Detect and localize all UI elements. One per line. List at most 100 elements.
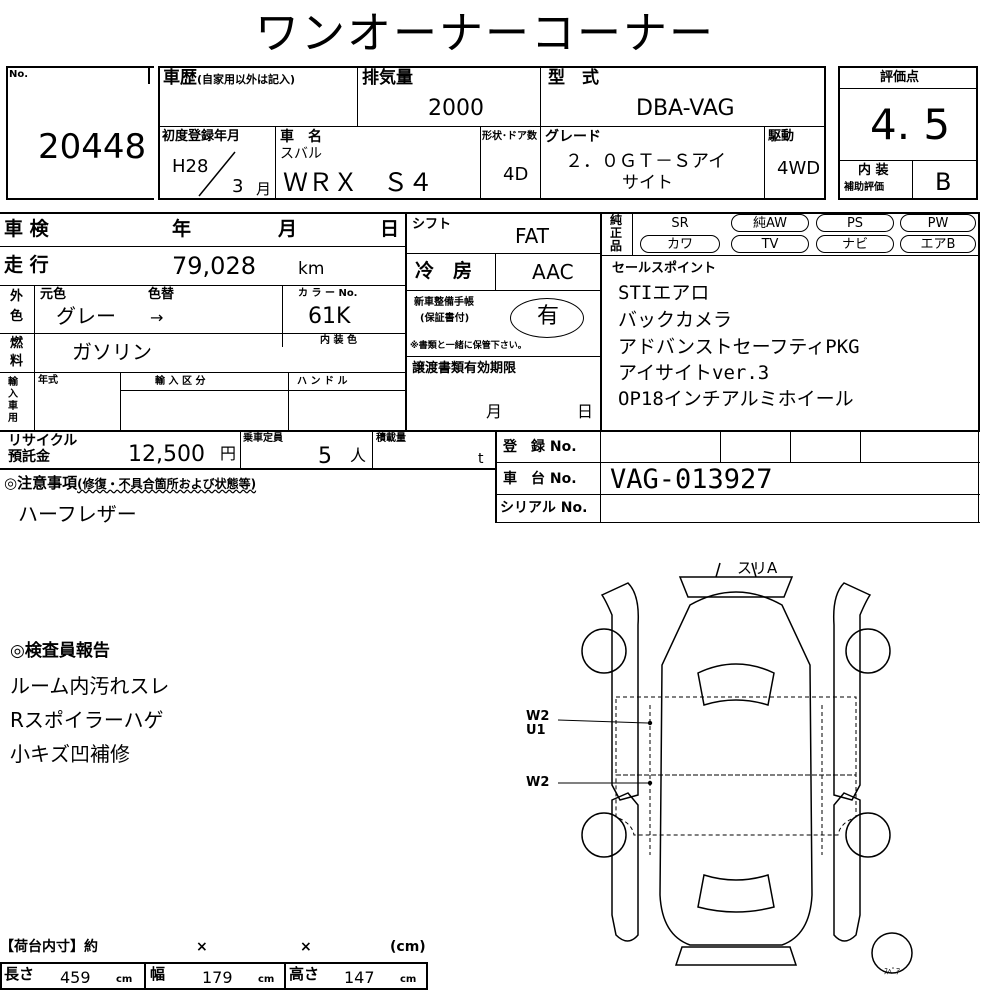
interior-sublabel: 補助評価 (844, 182, 884, 193)
option-leather: カワ (640, 235, 720, 253)
cargo-label: 【荷台内寸】約 (0, 939, 98, 955)
cargo-box (0, 962, 428, 990)
cargo-length: 459 (60, 968, 91, 987)
rating-value: 4. 5 (870, 100, 951, 149)
first-reg-era: H28 (172, 156, 209, 177)
car-maker: スバル (280, 146, 322, 162)
genuine-label-1: 純 (610, 213, 623, 227)
chassis-value: VAG-013927 (610, 464, 773, 495)
option-genuine-aw: 純AW (731, 214, 809, 232)
spec-grid (158, 66, 826, 200)
car-name-value: ＷＲＸ Ｓ４ (283, 168, 434, 197)
cargo-width-label: 幅 (150, 965, 166, 983)
cargo-times-2: × (300, 939, 312, 955)
registration-label: 登 録 No. (503, 439, 577, 455)
recycle-label-1: リサイクル (8, 433, 78, 449)
recycle-unit: 円 (220, 444, 237, 463)
shift-value: FAT (515, 224, 550, 248)
handle-label: ハ ン ド ル (297, 376, 348, 387)
notes-value: ハーフレザー (18, 502, 137, 526)
first-reg-label: 初度登録年月 (162, 129, 241, 144)
rating-label: 評価点 (880, 70, 920, 85)
option-pw: PW (900, 214, 976, 232)
orig-color-value: グレー (56, 304, 116, 328)
cargo-width-unit: cm (258, 974, 275, 985)
import-class-label: 輸 入 区 分 (155, 376, 206, 387)
fuel-side-2: 料 (10, 354, 24, 369)
cargo-height-unit: cm (400, 974, 417, 985)
inspector-line-1: ルーム内汚れスレ (10, 674, 170, 698)
chassis-label: 車 台 No. (503, 471, 577, 487)
color-code-value: 61K (308, 304, 351, 329)
color-code-label: カ ラ ー No. (298, 288, 358, 299)
mileage-value: 79,028 (172, 252, 256, 280)
cargo-length-label: 長さ (4, 965, 35, 983)
shaken-month-label: 月 (278, 218, 298, 240)
option-tv: TV (731, 235, 809, 253)
load-unit: t (478, 451, 484, 467)
cargo-length-unit: cm (116, 974, 133, 985)
model-value: DBA-VAG (636, 96, 735, 121)
transfer-day-label: 日 (577, 402, 594, 421)
shift-label: シフト (412, 217, 452, 232)
fuel-value: ガソリン (72, 340, 152, 364)
sales-point-4: アイサイトver.3 (618, 362, 770, 384)
car-name-label: 車 名 (280, 129, 322, 145)
genuine-label-2: 正 (610, 226, 623, 240)
grade-line1: ２．０ＧＴ－Ｓアイ (565, 151, 727, 172)
grade-line2: サイト (622, 173, 673, 193)
import-year-label: 年式 (38, 375, 58, 386)
drive-value: 4WD (777, 158, 821, 179)
option-ps: PS (816, 214, 894, 232)
first-reg-month-unit: 月 (256, 180, 272, 198)
interior-color-label: 内 装 色 (320, 335, 357, 346)
service-book-oval (510, 298, 584, 338)
displacement-label: 排気量 (362, 68, 413, 88)
shaken-day-label: 日 (380, 218, 400, 240)
transfer-month-label: 月 (486, 402, 503, 421)
fuel-side-1: 燃 (10, 336, 24, 351)
sales-point-1: STIエアロ (618, 282, 710, 304)
interior-label: 内 装 (858, 163, 889, 178)
inspector-label: ◎検査員報告 (10, 641, 110, 661)
service-book-value: 有 (537, 304, 560, 329)
diagram-mark-u1: U1 (526, 723, 546, 738)
capacity-value: 5 (318, 444, 332, 469)
import-side-label: 輸入車用 (8, 377, 18, 424)
shaken-label: 車 検 (4, 218, 49, 240)
interior-value: B (935, 168, 952, 196)
drive-label: 駆動 (768, 129, 795, 144)
model-label: 型 式 (548, 68, 599, 88)
diagram-top-mark: スリA (737, 559, 778, 577)
capacity-unit: 人 (350, 446, 367, 465)
sales-points-label: セールスポイント (612, 261, 717, 276)
exterior-side-1: 外 (10, 289, 24, 304)
service-book-note: ※書類と一緒に保管下さい。 (410, 341, 527, 351)
cargo-unit-label: (cm) (390, 939, 426, 955)
service-book-sublabel: (保証書付) (420, 313, 470, 324)
doors-value: 4D (503, 164, 529, 185)
notes-label-group: ◎注意事項(修復・不具合箇所および状態等) (4, 474, 257, 492)
service-book-label: 新車整備手帳 (414, 297, 474, 308)
doors-label: 形状･ドア数 (482, 131, 537, 142)
inspector-line-2: Rスポイラーハゲ (10, 708, 164, 732)
option-airbag: エアB (900, 235, 976, 253)
option-navi: ナビ (816, 235, 894, 253)
change-arrow: → (150, 308, 164, 327)
inspector-line-3: 小キズ凹補修 (10, 742, 130, 766)
ac-value: AAC (532, 260, 574, 284)
cargo-height-label: 高さ (289, 965, 320, 983)
mileage-unit: km (298, 259, 325, 279)
cargo-times-1: × (196, 939, 208, 955)
ac-label: 冷 房 (415, 260, 473, 282)
transfer-label: 譲渡書類有効期限 (412, 361, 517, 376)
exterior-side-2: 色 (10, 309, 24, 324)
diagram-mark-w2-lower: W2 (526, 775, 550, 790)
shaken-year-label: 年 (172, 218, 192, 240)
sales-point-2: バックカメラ (618, 309, 733, 331)
capacity-label: 乗車定員 (243, 433, 283, 444)
recycle-label-2: 預託金 (8, 449, 50, 465)
page-title: ワンオーナーコーナー (255, 8, 715, 59)
cargo-height: 147 (344, 968, 375, 987)
no-label: No. (9, 69, 29, 80)
